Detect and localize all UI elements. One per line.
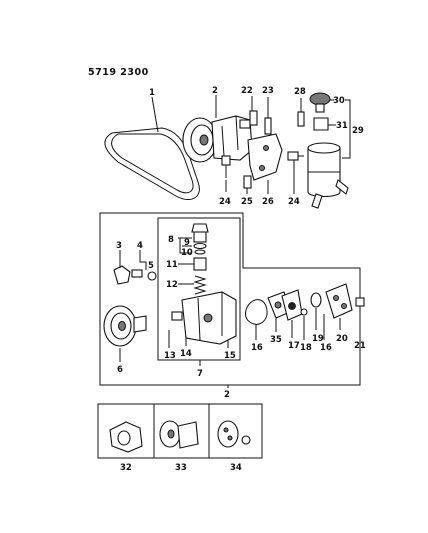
leader-4 — [139, 250, 147, 270]
callout-30: 30 — [333, 96, 345, 106]
o-ring-9 — [193, 242, 207, 250]
callout-31: 31 — [336, 121, 348, 131]
callout-3: 3 — [116, 241, 122, 251]
callout-21: 21 — [354, 341, 366, 351]
callout-16-left: 16 — [251, 343, 263, 353]
pulley-6 — [103, 305, 147, 347]
callout-2: 2 — [212, 86, 218, 96]
callout-32: 32 — [120, 463, 132, 473]
gasket-16-left — [245, 299, 268, 325]
bracket-31 — [313, 117, 329, 131]
callout-10: 10 — [181, 248, 193, 258]
diagram-code: 5719 2300 — [88, 67, 149, 78]
callout-28: 28 — [294, 87, 306, 97]
bolt-24-left — [221, 155, 231, 178]
rear-cover-20 — [325, 283, 353, 319]
bracket-29 — [342, 99, 351, 159]
bolt-28 — [297, 111, 305, 127]
leader-10 — [179, 238, 192, 254]
o-ring-10 — [194, 249, 206, 255]
pump-body — [211, 115, 253, 161]
callout-13: 13 — [164, 351, 176, 361]
o-ring-19 — [310, 292, 322, 308]
pump-pulley — [182, 117, 218, 163]
bolt-24-right — [287, 151, 304, 161]
callout-16-right: 16 — [320, 343, 332, 353]
pump-variant-34 — [217, 420, 251, 448]
callout-9: 9 — [184, 238, 190, 248]
bolt-21 — [355, 297, 365, 322]
bolt-23 — [264, 117, 272, 135]
callout-25: 25 — [241, 197, 253, 207]
callout-33: 33 — [175, 463, 187, 473]
callout-34: 34 — [230, 463, 242, 473]
callout-2-lower: 2 — [224, 390, 230, 400]
callout-29: 29 — [352, 126, 364, 136]
callout-5: 5 — [148, 261, 154, 271]
pin-18 — [300, 308, 308, 316]
callout-17: 17 — [288, 341, 300, 351]
bracket-26 — [247, 133, 283, 181]
callout-22: 22 — [241, 86, 253, 96]
washer-5 — [147, 271, 157, 281]
reservoir-cap — [309, 92, 331, 113]
fitting-8 — [191, 223, 209, 243]
callout-15: 15 — [224, 351, 236, 361]
variant-box-34 — [208, 403, 263, 459]
cam-ring-17 — [281, 289, 303, 321]
leader-1 — [151, 96, 159, 133]
callout-23: 23 — [262, 86, 274, 96]
callout-4: 4 — [137, 241, 143, 251]
callout-18: 18 — [300, 343, 312, 353]
valve-subassembly-frame — [157, 217, 241, 361]
pump-variant-32 — [109, 421, 143, 453]
callout-14: 14 — [180, 349, 192, 359]
hose-fitting-3 — [113, 262, 131, 285]
pump-variant-33 — [159, 420, 199, 449]
pump-housing — [171, 291, 237, 345]
exploded-view-frame — [99, 212, 361, 386]
callout-7: 7 — [197, 369, 203, 379]
callout-26: 26 — [262, 197, 274, 207]
callout-11: 11 — [166, 260, 178, 270]
callout-1: 1 — [149, 88, 155, 98]
callout-12: 12 — [166, 280, 178, 290]
callout-35: 35 — [270, 335, 282, 345]
bolt-4 — [131, 269, 143, 278]
callout-24-right: 24 — [288, 197, 300, 207]
callout-6: 6 — [117, 365, 123, 375]
callout-20: 20 — [336, 334, 348, 344]
bolt-25 — [243, 175, 252, 189]
drive-belt — [104, 127, 200, 200]
reservoir-tank — [307, 142, 349, 209]
bolt-22 — [249, 110, 258, 126]
flow-valve-11 — [193, 257, 207, 271]
callout-8: 8 — [168, 235, 174, 245]
callout-19: 19 — [312, 334, 324, 344]
spring-12 — [193, 275, 207, 295]
callout-24-left: 24 — [219, 197, 231, 207]
